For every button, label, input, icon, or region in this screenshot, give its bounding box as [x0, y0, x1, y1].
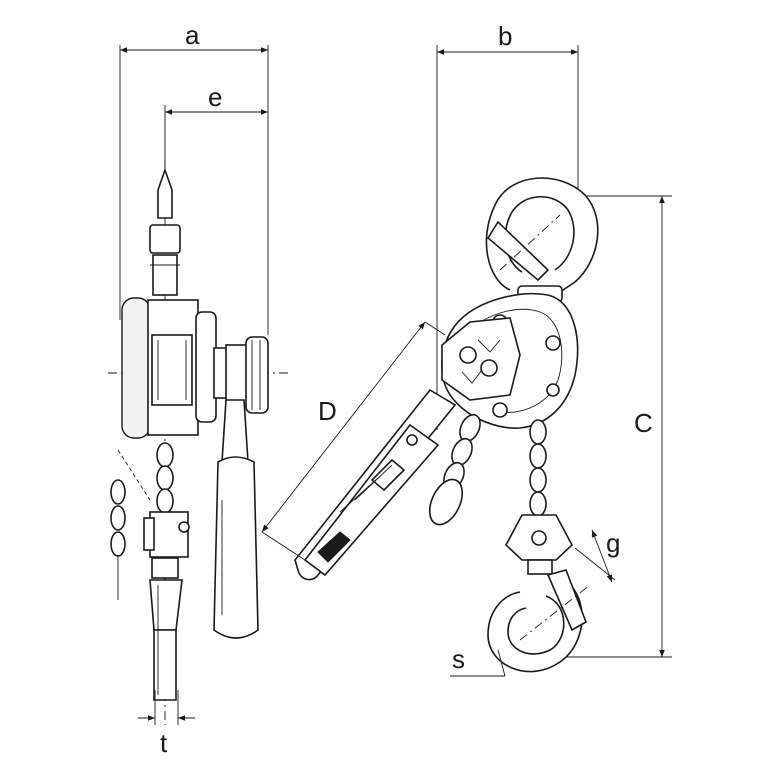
- dim-label-e: e: [208, 82, 222, 112]
- dim-label-s: s: [452, 644, 465, 674]
- dim-label-t: t: [160, 728, 168, 758]
- dim-label-a: a: [185, 20, 200, 50]
- dim-label-g: g: [606, 528, 620, 558]
- dim-label-C: C: [634, 408, 653, 438]
- side-chain: [156, 442, 174, 514]
- front-view: b C D g s: [261, 21, 672, 677]
- hand-chain: [428, 413, 481, 526]
- dim-label-b: b: [498, 21, 512, 51]
- load-chain: [529, 419, 547, 517]
- dim-label-D: D: [318, 396, 337, 426]
- side-view: a e t: [108, 20, 290, 758]
